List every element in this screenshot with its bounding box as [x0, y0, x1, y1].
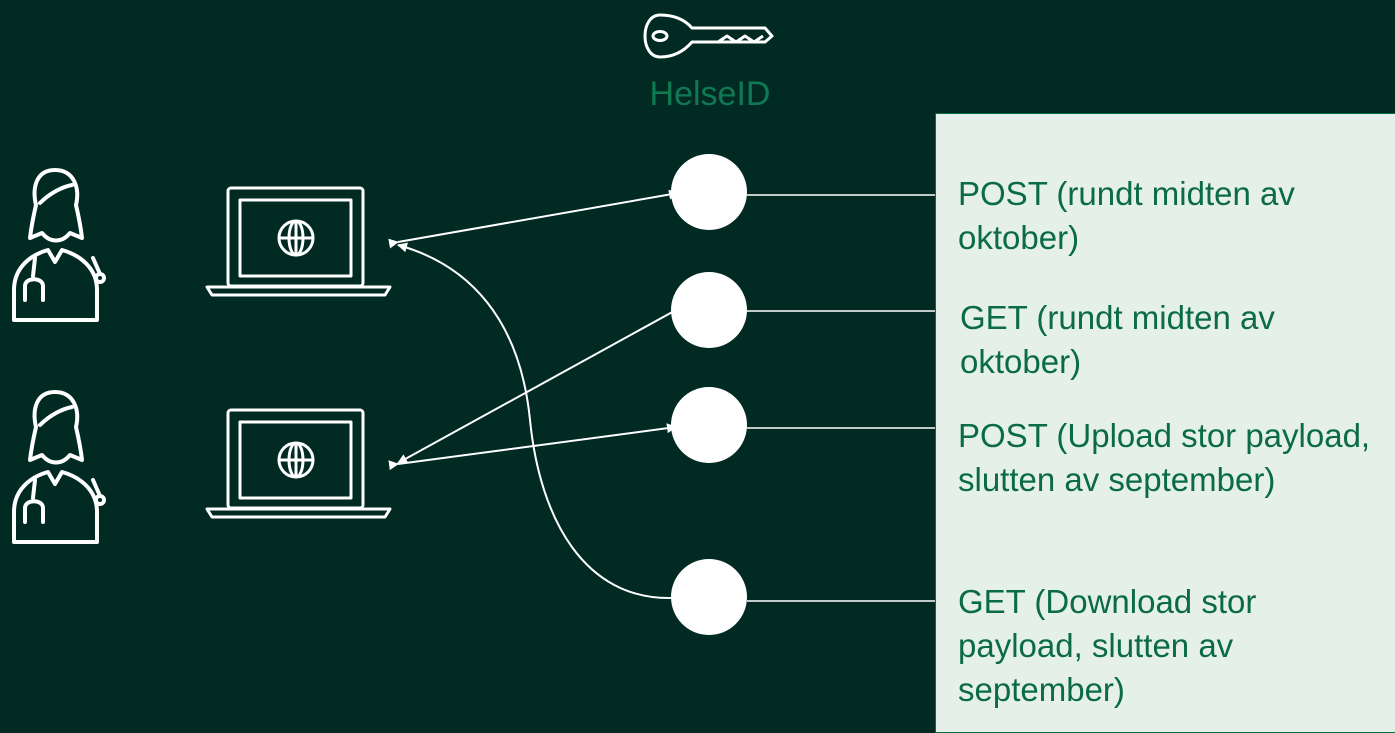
endpoint-label-get-october: GET (rundt midten av oktober) [960, 299, 1275, 380]
endpoint-node [671, 154, 747, 230]
key-icon [643, 13, 774, 59]
laptop-globe-icon [205, 186, 392, 297]
request-arrow [388, 423, 677, 471]
endpoint-label-post-upload: POST (Upload stor payload, slutten av se… [958, 417, 1371, 498]
laptop-globe-icon [205, 408, 392, 519]
doctor-icon [12, 168, 106, 322]
doctor-icon [12, 390, 106, 544]
endpoint-panel [935, 113, 1395, 733]
request-arrow [397, 309, 677, 464]
endpoint-label-post-october: POST (rundt midten av oktober) [958, 175, 1295, 256]
brand-label: HelseID [649, 75, 771, 113]
endpoint-node [671, 272, 747, 348]
request-arrow [388, 189, 679, 249]
endpoint-node [671, 559, 747, 635]
endpoint-node [671, 387, 747, 463]
request-arrow [397, 242, 673, 600]
endpoint-label-get-download: GET (Download stor payload, slutten av s… [958, 583, 1257, 708]
